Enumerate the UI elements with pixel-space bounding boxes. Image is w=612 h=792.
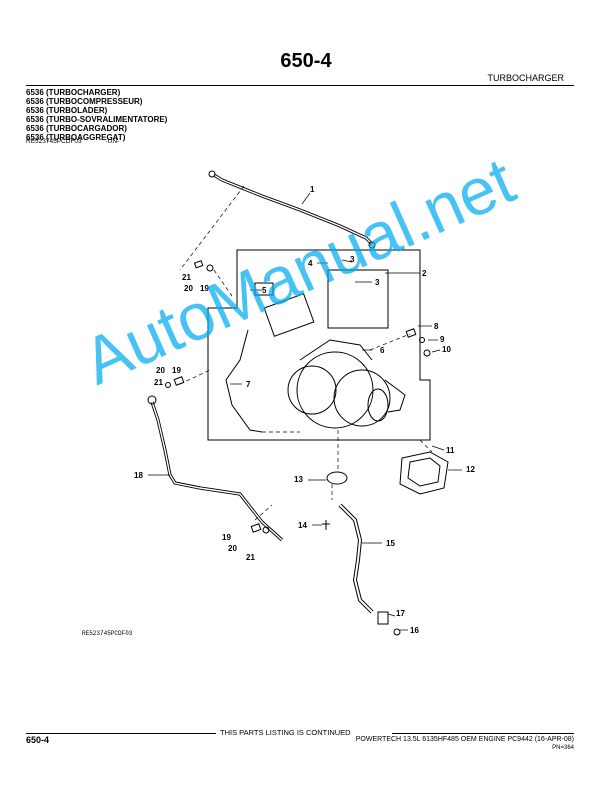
gasket (399, 451, 449, 495)
oil-return-pipe (150, 401, 284, 542)
part-name: 6536 (TURBOCOMPRESSEUR) (26, 97, 143, 106)
callout-10: 10 (442, 345, 451, 354)
callout-7: 7 (246, 380, 251, 389)
reference-suffix: -UN- (105, 138, 120, 145)
footer-divider-right (392, 733, 574, 734)
pn-code: PN=364 (552, 745, 574, 751)
callout-3b: 3 (375, 278, 380, 287)
callout-15: 15 (386, 539, 395, 548)
diagram-image-code: RE523745PCDF03 (82, 630, 133, 637)
turbo-housing (296, 351, 374, 429)
part-name: 6536 (TURBOCARGADOR) (26, 124, 127, 133)
callout-20c: 20 (228, 544, 237, 553)
callout-2: 2 (422, 269, 427, 278)
section-name: TURBOCHARGER (487, 73, 564, 83)
callout-21b: 21 (154, 378, 163, 387)
callout-13: 13 (294, 475, 303, 484)
reference-line: RE523745PCDF03 -UN- (26, 138, 119, 145)
callout-19c: 19 (172, 366, 181, 375)
engine-info: POWERTECH 13.5L 6135HF485 OEM ENGINE PC9… (355, 736, 574, 743)
callout-19a: 19 (200, 284, 209, 293)
callout-18: 18 (134, 471, 143, 480)
fitting (377, 611, 389, 625)
part-name-list: 6536 (TURBOCHARGER) 6536 (TURBOCOMPRESSE… (26, 88, 167, 142)
callout-4: 4 (308, 259, 313, 268)
gasket-small (326, 471, 348, 485)
footer-divider-left (26, 733, 216, 734)
inset-outline (327, 269, 389, 329)
callout-14: 14 (298, 521, 307, 530)
callout-20b: 20 (156, 366, 165, 375)
callout-1: 1 (310, 185, 315, 194)
callout-9: 9 (440, 335, 445, 344)
callout-6: 6 (380, 346, 385, 355)
actuator (263, 293, 315, 337)
part-name: 6536 (TURBO-SOVRALIMENTATORE) (26, 115, 168, 124)
part-name: 6536 (TURBOAGGREGAT) (26, 133, 126, 142)
callout-20a: 20 (184, 284, 193, 293)
callout-21a: 21 (182, 273, 191, 282)
callout-17: 17 (396, 609, 405, 618)
callout-3a: 3 (350, 255, 355, 264)
callout-21c: 21 (246, 553, 255, 562)
part-name: 6536 (TURBOCHARGER) (26, 88, 121, 97)
page-title: 650-4 (280, 50, 332, 72)
page-number: 650-4 (26, 735, 50, 745)
callout-11: 11 (446, 446, 455, 455)
part-name: 6536 (TURBOLADER) (26, 106, 108, 115)
callout-8: 8 (434, 322, 439, 331)
callout-12: 12 (466, 465, 475, 474)
sensor-wire (225, 329, 263, 433)
assembly-outline (207, 249, 431, 441)
continued-notice: THIS PARTS LISTING IS CONTINUED (220, 728, 351, 737)
callout-19b: 19 (222, 533, 231, 542)
callout-16: 16 (410, 626, 419, 635)
header-divider (26, 85, 574, 86)
reference-code: RE523745PCDF03 (26, 138, 82, 145)
callout-5: 5 (262, 286, 267, 295)
